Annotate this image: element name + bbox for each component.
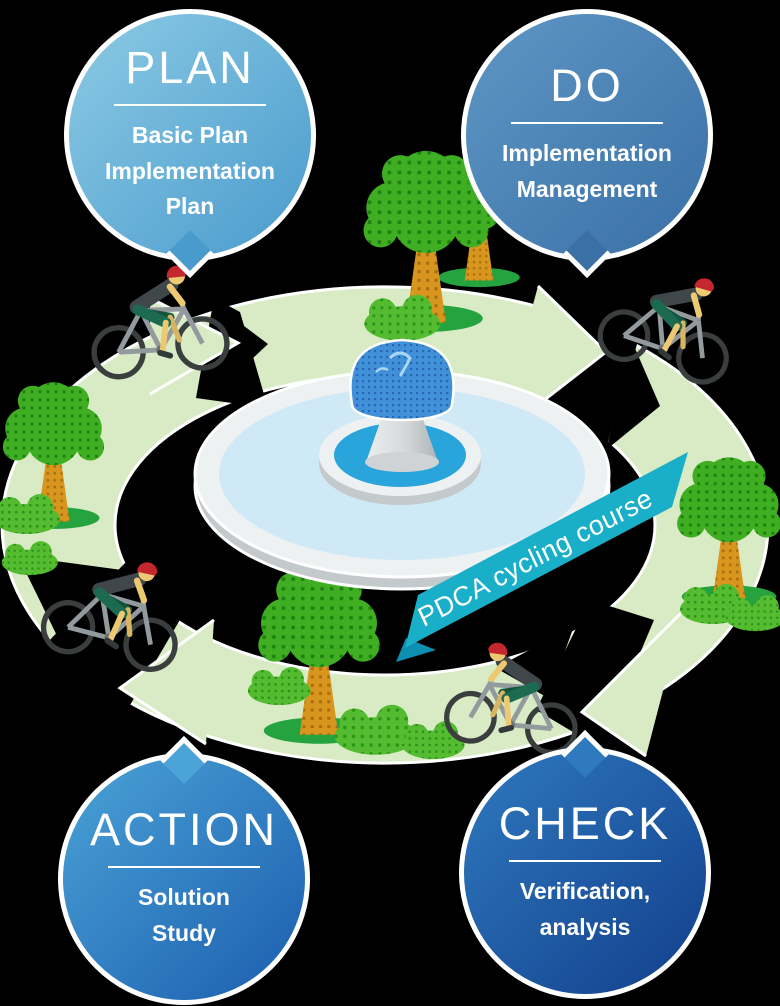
do-title: DO <box>550 59 624 111</box>
plan-divider <box>114 104 266 107</box>
fountain-icon <box>193 338 611 591</box>
do-bubble: DO Implementation Management <box>461 9 713 279</box>
action-subtitle-line: Solution <box>138 883 230 910</box>
do-subtitle-line: Management <box>516 175 658 202</box>
check-subtitle: Verification, analysis <box>520 874 650 945</box>
check-subtitle-line: Verification, <box>519 877 651 904</box>
plan-subtitle-line: Basic Plan <box>131 122 249 149</box>
check-title: CHECK <box>498 797 672 849</box>
plan-subtitle: Basic Plan Implementation Plan <box>105 118 275 225</box>
check-divider <box>509 859 661 862</box>
plan-title: PLAN <box>125 42 255 94</box>
do-subtitle-line: Implementation <box>502 139 672 166</box>
action-bubble: ACTION Solution Study <box>58 735 310 1005</box>
check-bubble: CHECK Verification, analysis <box>459 729 711 999</box>
plan-bubble: PLAN Basic Plan Implementation Plan <box>64 9 316 279</box>
do-subtitle: Implementation Management <box>502 136 672 207</box>
water-spray-icon <box>349 338 455 422</box>
plan-subtitle-line: Plan <box>165 193 215 220</box>
action-subtitle-line: Study <box>152 919 216 946</box>
action-subtitle: Solution Study <box>138 880 230 951</box>
do-divider <box>511 121 663 124</box>
check-subtitle-line: analysis <box>539 913 631 940</box>
action-divider <box>108 865 260 868</box>
plan-subtitle-line: Implementation <box>105 157 275 184</box>
action-title: ACTION <box>89 803 278 855</box>
